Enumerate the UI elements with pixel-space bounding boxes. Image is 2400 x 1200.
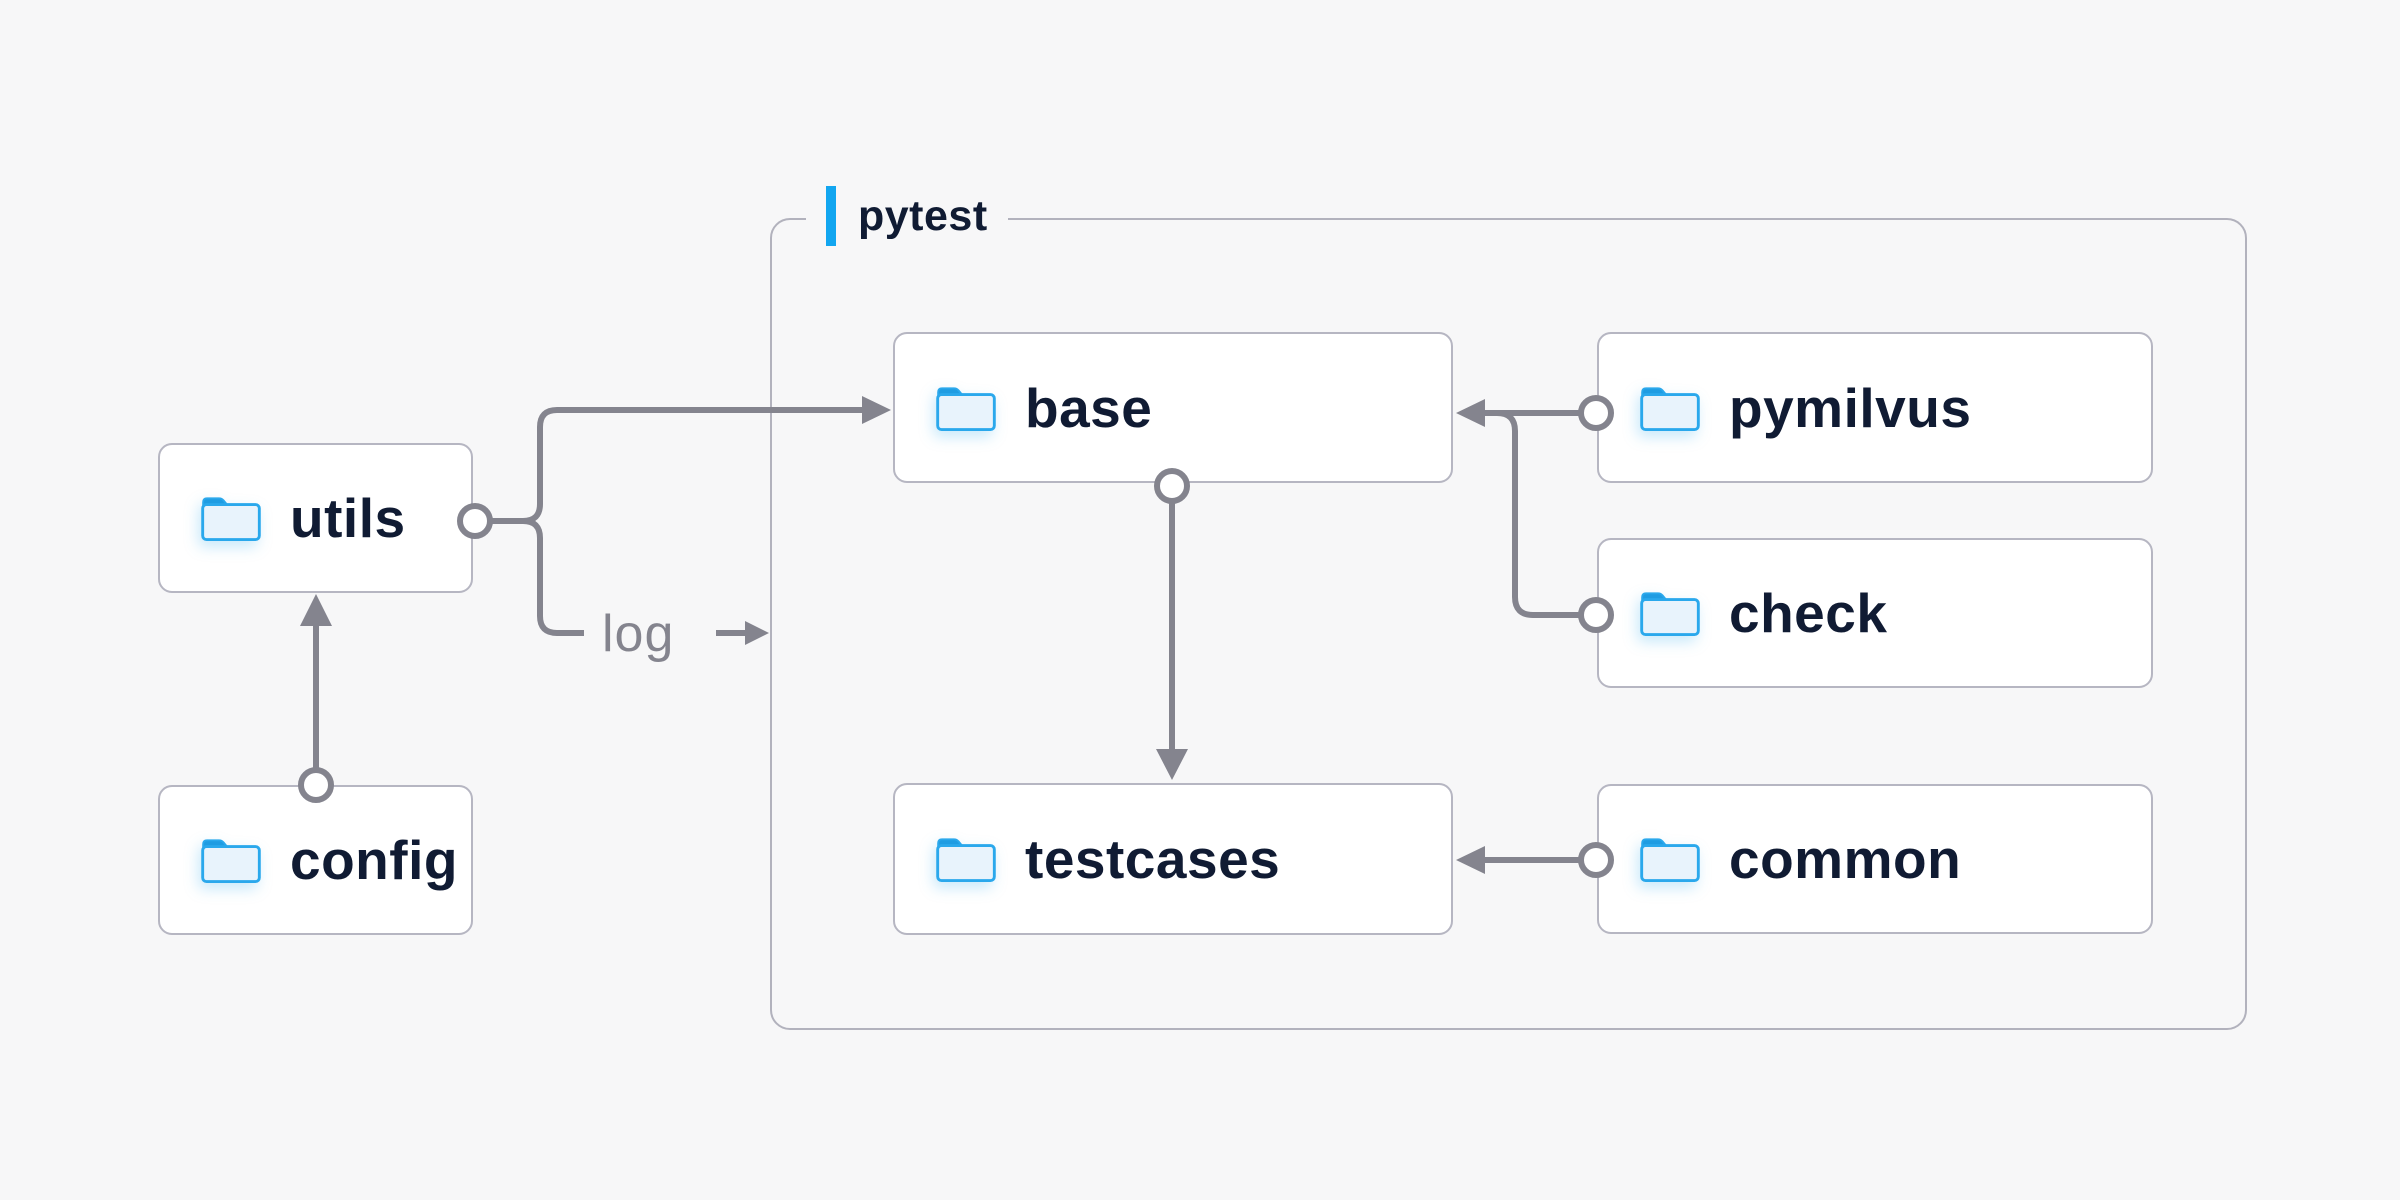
folder-icon xyxy=(1640,386,1700,431)
log-arrowhead xyxy=(745,621,769,645)
node-common: common xyxy=(1597,784,2153,934)
edge-label-log: log xyxy=(602,605,675,663)
folder-icon xyxy=(1640,592,1700,637)
pytest-group-container xyxy=(770,218,2247,1030)
node-label: utils xyxy=(290,487,406,549)
node-label: testcases xyxy=(1025,828,1281,890)
node-utils: utils xyxy=(158,443,473,593)
node-label: config xyxy=(290,829,458,891)
label-accent-bar xyxy=(826,186,836,246)
node-label: pymilvus xyxy=(1729,376,1972,439)
node-testcases: testcases xyxy=(893,783,1453,935)
folder-icon xyxy=(201,839,261,884)
node-label: check xyxy=(1729,582,1888,644)
folder-icon xyxy=(1640,838,1700,883)
node-pymilvus: pymilvus xyxy=(1597,332,2153,483)
node-check: check xyxy=(1597,538,2153,688)
node-base: base xyxy=(893,332,1453,483)
folder-icon xyxy=(936,386,996,431)
arrowhead-config-utils xyxy=(300,594,332,626)
edge-utils-log xyxy=(490,518,584,636)
folder-icon xyxy=(936,838,996,883)
node-config: config xyxy=(158,785,473,935)
node-label: common xyxy=(1729,828,1962,890)
node-label: base xyxy=(1025,376,1153,439)
folder-icon xyxy=(201,497,261,542)
pytest-group-label: pytest xyxy=(806,184,1008,248)
pytest-group-label-text: pytest xyxy=(858,191,988,240)
